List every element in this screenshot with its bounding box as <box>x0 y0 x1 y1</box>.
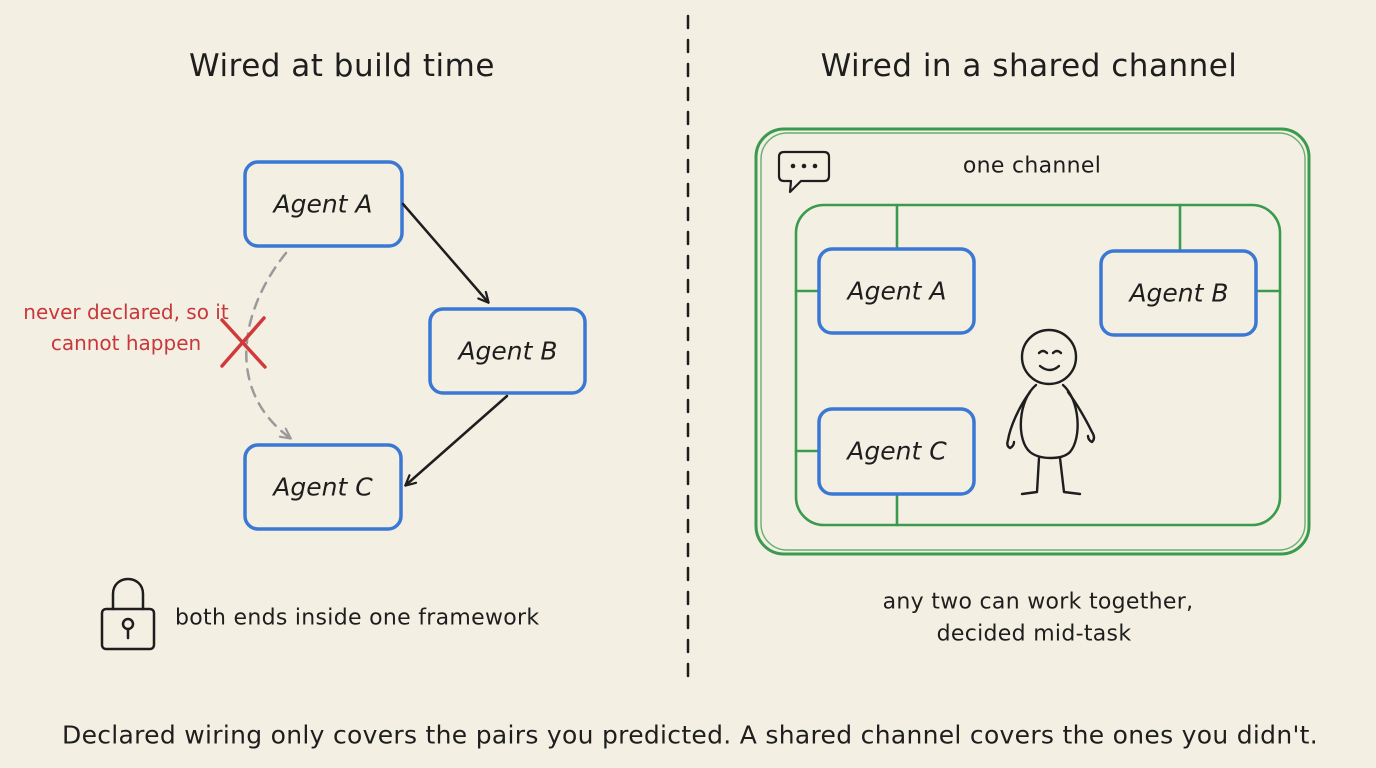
chat-bubble-icon <box>777 150 831 194</box>
undeclared-a-to-c-dashed <box>245 251 290 438</box>
left-agent-a-label: Agent A <box>273 189 373 219</box>
takeaway-sentence: Declared wiring only covers the pairs yo… <box>62 720 1318 750</box>
arrow-b-to-c <box>406 394 509 485</box>
left-footer-caption: both ends inside one framework <box>175 605 540 631</box>
arrow-a-to-b <box>401 202 488 302</box>
lock-icon <box>100 577 156 651</box>
right-agent-b-box <box>1099 249 1258 337</box>
right-panel-title: Wired in a shared channel <box>820 48 1238 84</box>
left-agent-b-label: Agent B <box>458 336 558 366</box>
blocked-note: never declared, so it cannot happen <box>23 300 229 355</box>
channel-connectors <box>794 203 1282 527</box>
right-agent-c-box <box>817 407 976 496</box>
channel-bus-ring <box>794 203 1282 527</box>
right-agent-b-label: Agent B <box>1129 278 1229 308</box>
left-agent-c-box <box>243 443 403 531</box>
right-agent-a-label: Agent A <box>847 276 947 306</box>
right-agent-c-label: Agent C <box>847 436 947 466</box>
person-figure <box>1006 328 1096 496</box>
right-caption-line1: any two can work together, <box>882 589 1194 615</box>
left-agent-b-box <box>428 307 587 395</box>
channel-label: one channel <box>962 153 1102 179</box>
left-agent-c-label: Agent C <box>273 472 373 502</box>
right-agent-a-box <box>817 247 976 335</box>
channel-outer-box <box>754 127 1311 556</box>
right-caption-line2: decided mid-task <box>936 621 1132 647</box>
left-panel-title: Wired at build time <box>189 48 495 84</box>
blocked-x-icon <box>220 316 267 369</box>
